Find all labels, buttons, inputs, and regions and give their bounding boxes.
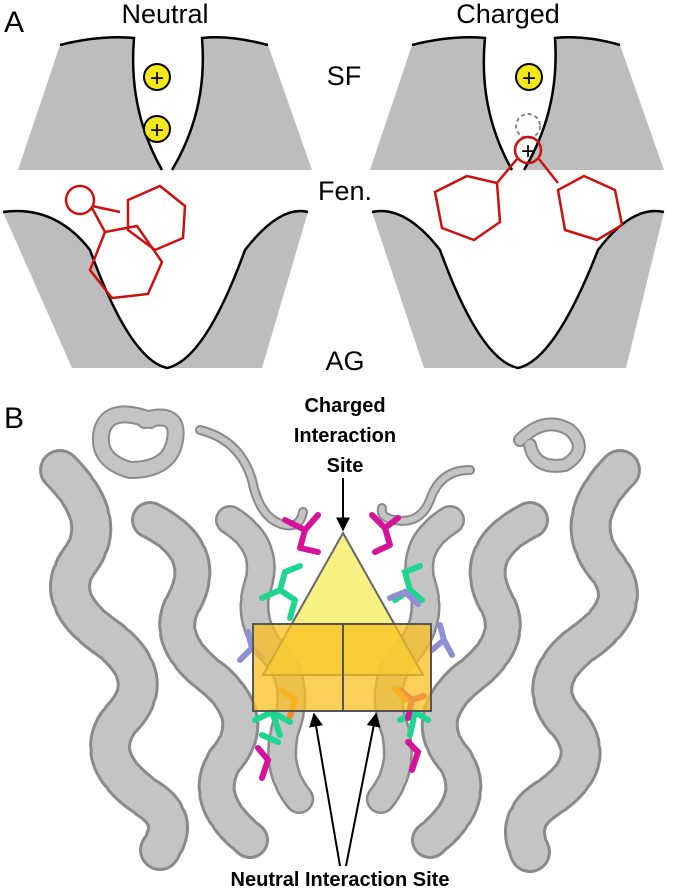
vacated-ion-site [515, 113, 541, 139]
residue-green-left [252, 563, 303, 745]
ion-plus-sign: + [150, 117, 164, 144]
charged-drug-molecule [433, 135, 624, 242]
panel-b-letter: B [4, 402, 24, 435]
left-helix-bundle [39, 405, 315, 871]
neutral-gate-wall [3, 211, 308, 368]
panel-a-letter: A [4, 6, 24, 39]
neutral-drug-molecule [64, 184, 187, 300]
neutral-site-arrow-left [309, 712, 341, 867]
neutral-ion-1: + [143, 63, 171, 92]
neutral-channel: + + [2, 36, 312, 370]
panel-a: A Neutral Charged SF Fen. AG + + [2, 0, 665, 376]
residue-magenta-top-left [282, 512, 321, 555]
ion-plus-sign: + [150, 65, 164, 92]
charged-gate-wall [372, 211, 664, 368]
selectivity-filter-label: SF [327, 61, 362, 91]
charged-drug-plus-sign: + [521, 138, 535, 165]
fenestration-label: Fen. [318, 176, 372, 206]
neutral-site-box-left [252, 623, 344, 712]
neutral-site-arrow-right [345, 712, 381, 867]
ion-plus-sign: + [522, 65, 536, 92]
charged-label-line-1: Charged [304, 395, 385, 417]
neutral-site-label: Neutral Interaction Site [231, 869, 450, 891]
activation-gate-label: AG [325, 346, 364, 376]
charged-ion: + [515, 63, 543, 92]
neutral-sf-left-wall [18, 37, 162, 170]
charged-label-line-3: Site [327, 455, 364, 477]
charged-title: Charged [456, 0, 560, 29]
charged-label-line-2: Interaction [294, 425, 396, 447]
charged-sf-right-wall [524, 37, 664, 170]
charged-sf-left-wall [370, 37, 512, 170]
charged-site-label: Charged Interaction Site [294, 395, 396, 477]
charged-channel: + + [370, 36, 665, 370]
panel-b: B [4, 395, 641, 891]
neutral-ion-2: + [143, 115, 171, 144]
neutral-title: Neutral [121, 0, 208, 29]
neutral-site-box-right [342, 623, 432, 712]
neutral-sf-right-wall [172, 37, 312, 170]
residue-magenta-top-right [369, 512, 401, 555]
